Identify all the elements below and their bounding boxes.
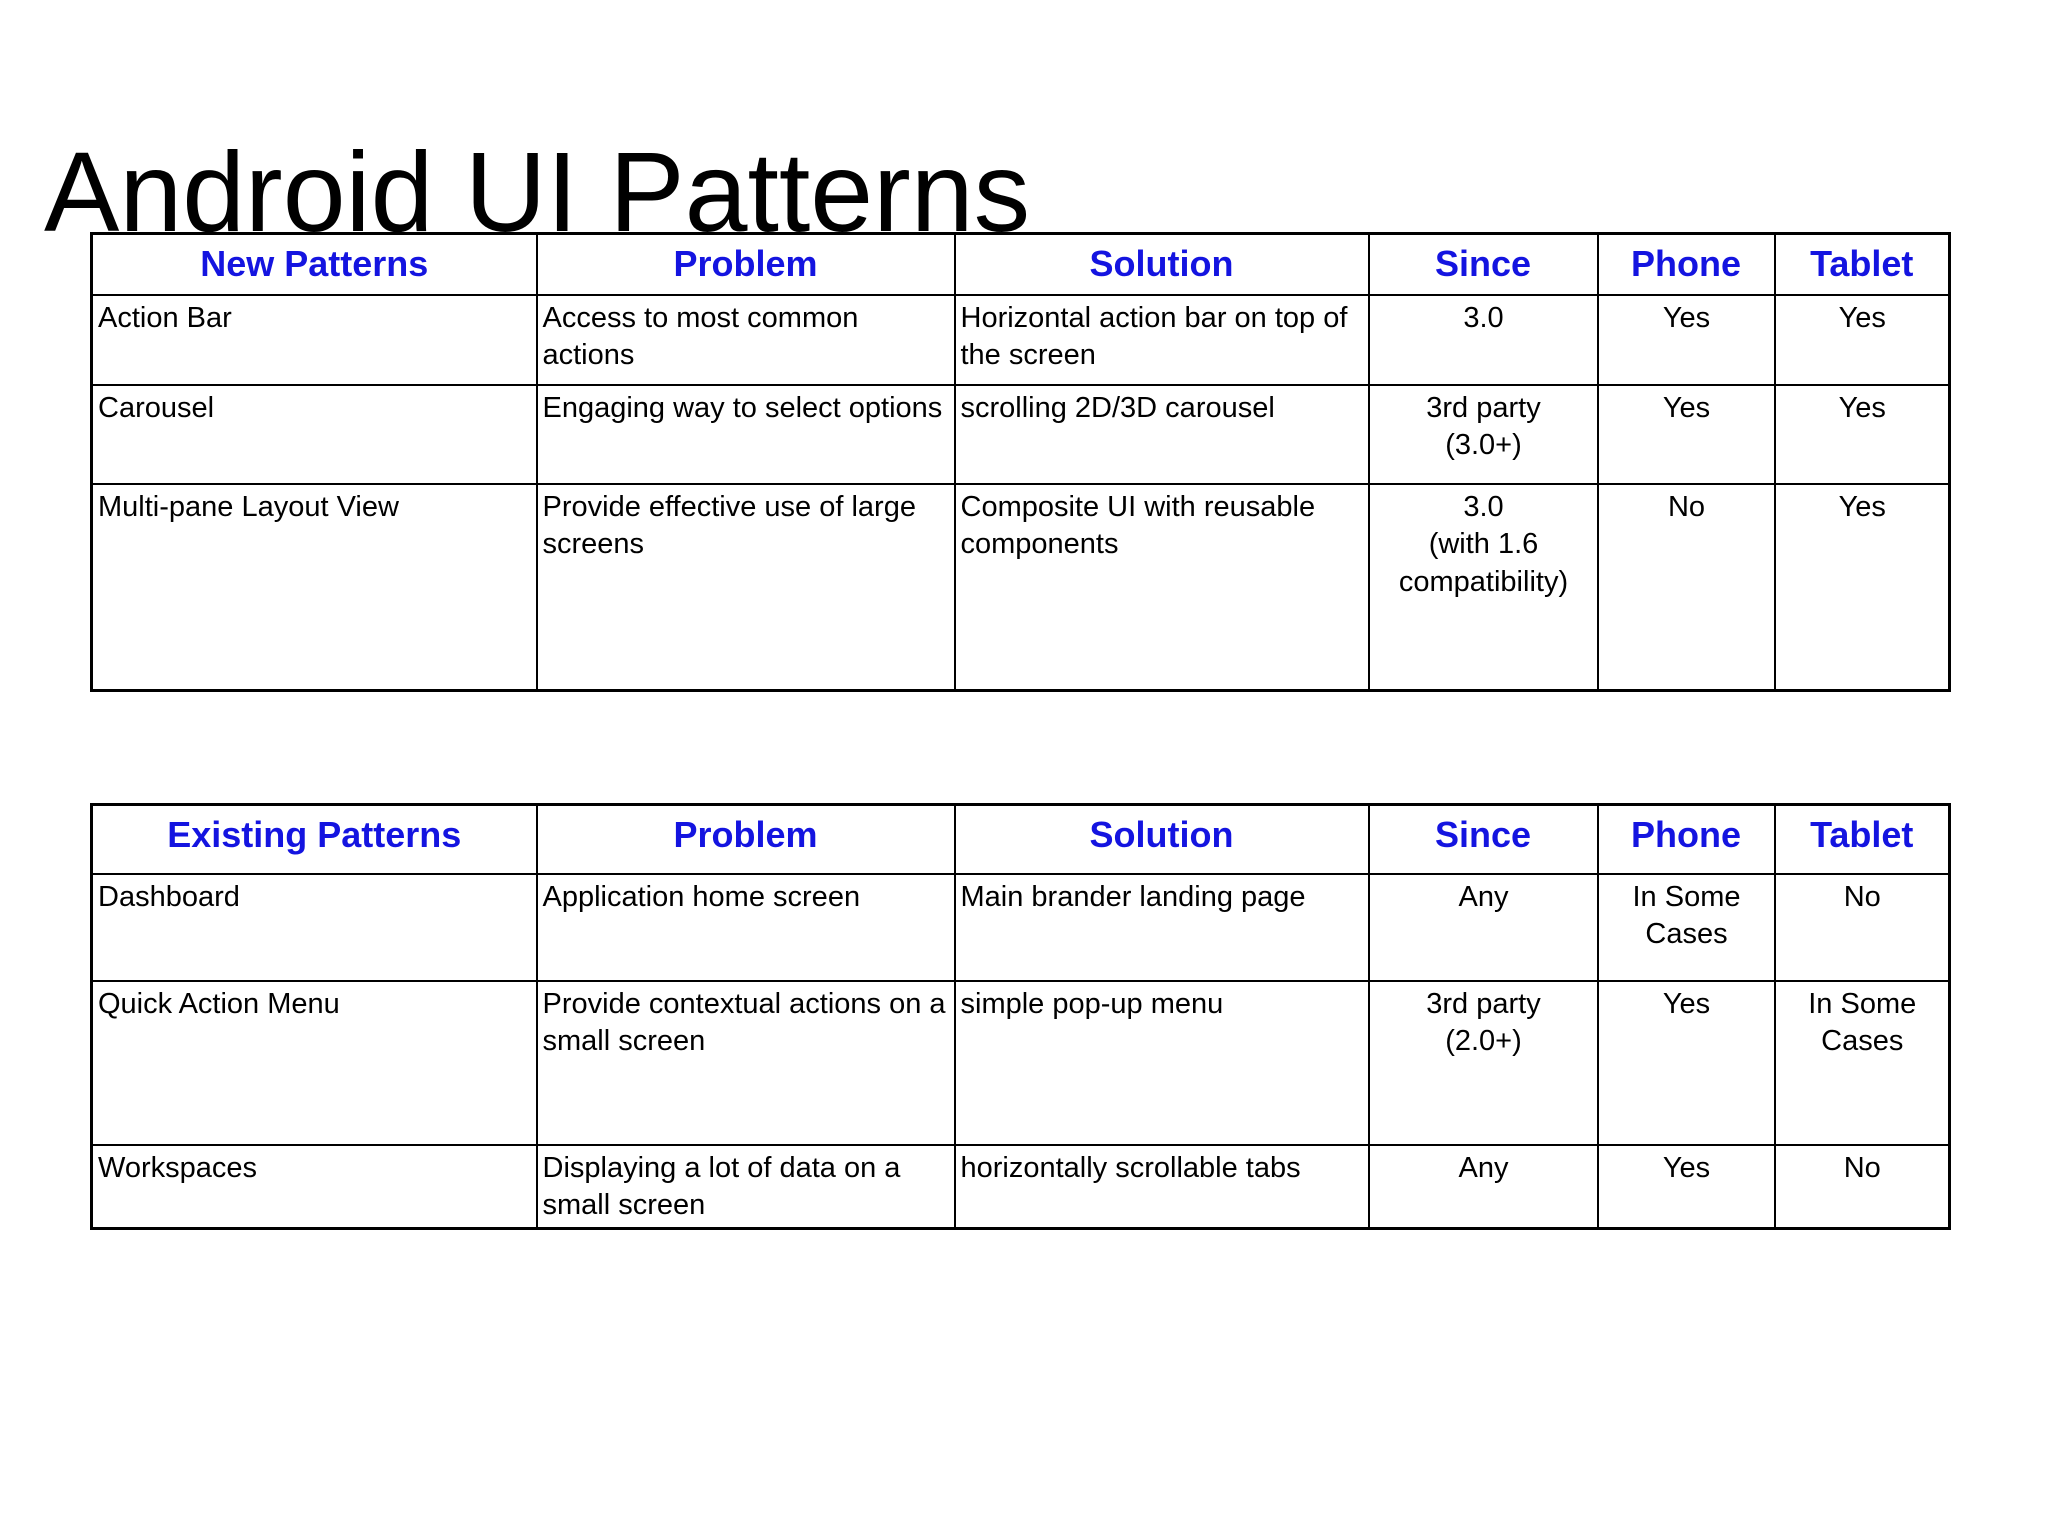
table-cell: Dashboard [90,872,538,982]
table-cell: Composite UI with reusable components [953,482,1370,692]
table-cell: In Some Cases [1596,872,1776,982]
column-header: Phone [1596,803,1776,875]
column-header: New Patterns [90,232,538,296]
table-cell: Provide contextual actions on a small sc… [535,979,956,1146]
table-cell: Yes [1773,293,1951,386]
table-cell: No [1773,1143,1951,1230]
table-cell: Yes [1773,383,1951,485]
table-cell: horizontally scrollable tabs [953,1143,1370,1230]
column-header: Existing Patterns [90,803,538,875]
table-cell: Yes [1596,1143,1776,1230]
table-cell: Carousel [90,383,538,485]
table-cell: simple pop-up menu [953,979,1370,1146]
table-cell: Yes [1773,482,1951,692]
table-cell: No [1596,482,1776,692]
table-cell: 3rd party (2.0+) [1367,979,1599,1146]
table-cell: Horizontal action bar on top of the scre… [953,293,1370,386]
table-cell: Displaying a lot of data on a small scre… [535,1143,956,1230]
table-cell: Quick Action Menu [90,979,538,1146]
column-header: Since [1367,803,1599,875]
table-cell: No [1773,872,1951,982]
column-header: Phone [1596,232,1776,296]
table-cell: 3.0 [1367,293,1599,386]
column-header: Solution [953,803,1370,875]
table-cell: Any [1367,1143,1599,1230]
column-header: Since [1367,232,1599,296]
table-cell: Engaging way to select options [535,383,956,485]
column-header: Tablet [1773,803,1951,875]
table-cell: Access to most common actions [535,293,956,386]
table-cell: Action Bar [90,293,538,386]
table-cell: Provide effective use of large screens [535,482,956,692]
column-header: Solution [953,232,1370,296]
table-cell: Yes [1596,979,1776,1146]
table-cell: In Some Cases [1773,979,1951,1146]
table-cell: Application home screen [535,872,956,982]
table-cell: Multi-pane Layout View [90,482,538,692]
table-cell: Yes [1596,383,1776,485]
table-cell: scrolling 2D/3D carousel [953,383,1370,485]
table-cell: Yes [1596,293,1776,386]
table-cell: Main brander landing page [953,872,1370,982]
column-header: Problem [535,232,956,296]
table-cell: Any [1367,872,1599,982]
column-header: Tablet [1773,232,1951,296]
page-title: Android UI Patterns [44,128,1031,255]
table-cell: 3rd party (3.0+) [1367,383,1599,485]
table-cell: 3.0 (with 1.6 compatibility) [1367,482,1599,692]
table-cell: Workspaces [90,1143,538,1230]
column-header: Problem [535,803,956,875]
